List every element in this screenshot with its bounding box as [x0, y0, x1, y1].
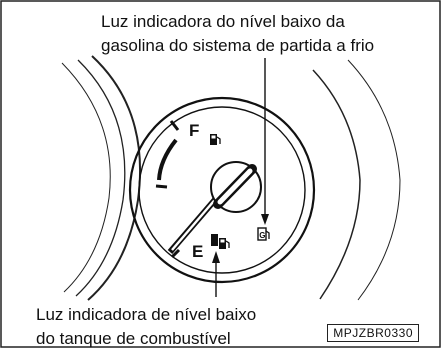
- adjacent-gauge-left: [87, 55, 142, 301]
- fuel-pump-icon: [210, 134, 221, 145]
- cold-start-fuel-warning-lamp-icon: G: [257, 227, 270, 241]
- gauge-bezel-outer: [128, 96, 316, 284]
- needle-hub-cap: [213, 164, 257, 209]
- adjacent-gauge-right: [312, 69, 361, 300]
- callout-low-fuel-lamp: Luz indicadora de nível baixo do tanque …: [36, 303, 256, 351]
- callout-line: do tanque de combustível: [36, 329, 231, 348]
- svg-text:G: G: [259, 231, 265, 240]
- scale-tick: [155, 184, 168, 189]
- callout-line: Luz indicadora de nível baixo: [36, 305, 257, 324]
- empty-label: E: [192, 242, 203, 261]
- reference-code: MPJZBR0330: [327, 324, 419, 342]
- scale-tick: [170, 248, 181, 259]
- gauge-bezel-inner: [138, 106, 306, 274]
- callout-cold-start-fuel-lamp: Luz indicadora do nível baixo da gasolin…: [101, 10, 374, 58]
- scale-arc: [157, 138, 178, 181]
- full-label: F: [189, 121, 199, 140]
- low-fuel-warning-lamp-icon: [211, 234, 218, 246]
- callout-line: gasolina do sistema de partida a frio: [101, 36, 375, 55]
- scale-tick: [169, 120, 180, 131]
- callout-line: Luz indicadora do nível baixo da: [101, 12, 345, 31]
- fuel-pump-icon: [219, 238, 230, 249]
